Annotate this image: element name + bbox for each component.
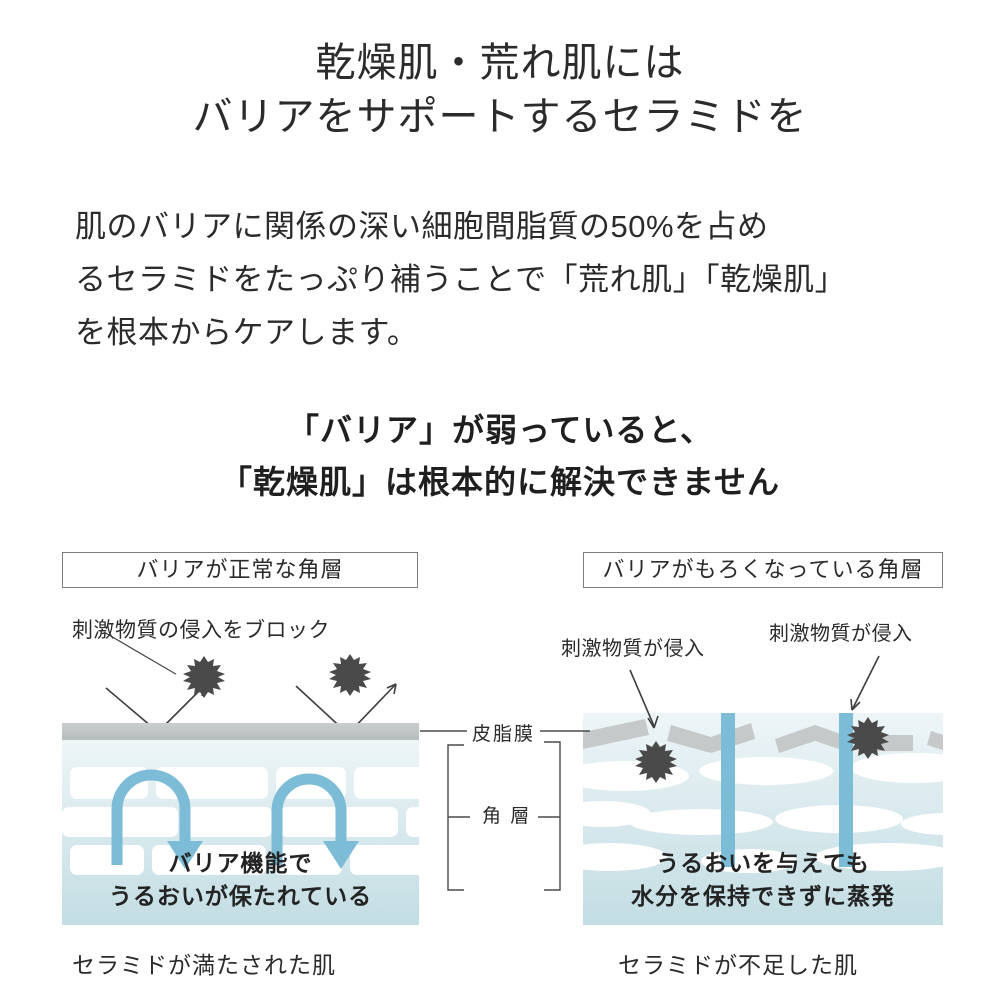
moisture-evaporation-arrow — [721, 713, 735, 867]
corneocyte-brick — [350, 845, 419, 875]
irritant-particle-icon — [635, 741, 677, 783]
moisture-evaporation-arrow — [839, 713, 853, 867]
corneocyte-cell — [701, 849, 797, 873]
subheading-line-2: 「乾燥肌」は根本的に解決できません — [219, 464, 781, 500]
right-panel-caption: セラミドが不足した肌 — [618, 952, 858, 978]
sebum-film-layer — [62, 723, 419, 740]
right-panel-annotation-left: 刺激物質が侵入 — [561, 638, 705, 660]
moisture-retention-arrow — [271, 773, 359, 869]
sebum-fragment — [583, 719, 649, 749]
right-panel-inner-text: うるおいを与えても 水分を保持できずに蒸発 — [583, 847, 943, 913]
corneocyte-brick — [70, 845, 144, 875]
corneocyte-brick — [406, 807, 419, 837]
corneocyte-cell — [851, 753, 943, 783]
layer-leader-lines — [420, 730, 590, 891]
irritant-particle-icon — [847, 717, 889, 759]
moisture-retention-arrow — [111, 769, 203, 869]
left-skin-diagram: バリア機能で うるおいが保たれている — [62, 723, 419, 925]
body-line-1: 肌のバリアに関係の深い細胞間脂質の50%を占め — [75, 209, 769, 244]
left-inner-line-2: うるおいが保たれている — [108, 883, 373, 909]
right-inner-line-1: うるおいを与えても — [656, 850, 870, 876]
corneocyte-cell — [629, 809, 773, 835]
corneocyte-cell — [815, 843, 943, 871]
right-panel-title: バリアがもろくなっている角層 — [583, 552, 943, 588]
corneocyte-cell — [901, 813, 943, 835]
corneocyte-brick — [186, 807, 272, 837]
bounce-arrow-head-2 — [386, 683, 397, 695]
left-panel-annotation: 刺激物質の侵入をブロック — [72, 619, 330, 642]
right-horny-layer-bracket — [544, 741, 561, 891]
right-skin-diagram: うるおいを与えても 水分を保持できずに蒸発 — [583, 713, 943, 925]
corneocyte-brick — [354, 767, 419, 799]
left-panel-inner-text: バリア機能で うるおいが保たれている — [62, 847, 419, 913]
left-inner-line-1: バリア機能で — [168, 850, 313, 876]
page-title: 乾燥肌・荒れ肌には バリアをサポートするセラミドを — [0, 36, 1000, 144]
corneocyte-brick — [152, 845, 266, 875]
sebum-fragment — [927, 731, 943, 751]
left-panel-caption: セラミドが満たされた肌 — [72, 952, 336, 978]
irritant-particle-icon — [183, 656, 225, 698]
right-panel-annotation-right: 刺激物質が侵入 — [769, 623, 913, 645]
left-panel-title: バリアが正常な角層 — [62, 552, 418, 588]
body-paragraph: 肌のバリアに関係の深い細胞間脂質の50%を占め るセラミドをたっぷり補うことで「… — [75, 200, 935, 359]
sebum-film-label: 皮脂膜 — [467, 719, 541, 746]
horny-layer-label: 角 層 — [477, 801, 537, 828]
right-inner-line-2: 水分を保持できずに蒸発 — [631, 883, 895, 909]
headline-line-1: 乾燥肌・荒れ肌には — [315, 41, 685, 85]
body-line-3: を根本からケアします。 — [75, 315, 419, 350]
subheading-line-1: 「バリア」が弱っていると、 — [286, 412, 714, 448]
irritant-particle-icon — [329, 654, 371, 696]
sebum-fragment — [775, 725, 855, 753]
subheading: 「バリア」が弱っていると、 「乾燥肌」は根本的に解決できません — [0, 404, 1000, 508]
body-line-2: るセラミドをたっぷり補うことで「荒れ肌」「乾燥肌」 — [75, 262, 847, 297]
irritant-pointer-arrow-left — [629, 669, 659, 729]
bounce-arrow-in-1 — [103, 631, 177, 675]
irritant-pointer-arrow-right — [850, 655, 880, 711]
headline-line-2: バリアをサポートするセラミドを — [192, 95, 808, 139]
